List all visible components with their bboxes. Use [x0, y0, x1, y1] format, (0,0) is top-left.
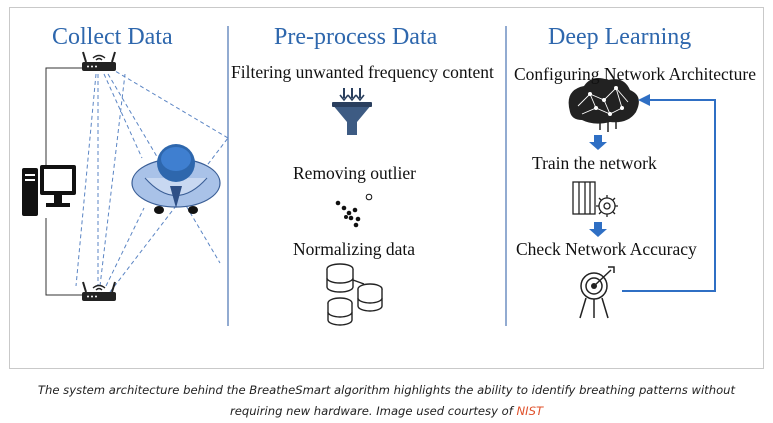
down-arrow-icon [589, 135, 607, 150]
section-title-collect: Collect Data [52, 24, 173, 50]
section-title-preprocess: Pre-process Data [274, 24, 438, 50]
arrowhead-icon [638, 94, 650, 106]
dl-step-train: Train the network [532, 153, 657, 173]
dl-step-configure: Configuring Network Architecture [514, 64, 757, 84]
caption-line-2-text: requiring new hardware. Image used court… [229, 404, 517, 418]
preprocess-step-filtering: Filtering unwanted frequency content [231, 62, 494, 82]
architecture-diagram [22, 26, 716, 326]
down-arrow-icon [589, 222, 607, 237]
section-title-deep-learning: Deep Learning [548, 24, 692, 50]
brain-network-icon [568, 78, 639, 132]
figure-caption: The system architecture behind the Breat… [0, 380, 773, 422]
preprocess-step-normalizing: Normalizing data [293, 239, 415, 259]
database-icon [326, 263, 383, 326]
router-icon [82, 281, 116, 301]
router-icon [82, 51, 116, 71]
feedback-loop-arrow [622, 99, 716, 292]
caption-line-1: The system architecture behind the Breat… [37, 383, 736, 397]
signal-paths [75, 67, 229, 293]
target-icon [579, 266, 615, 319]
caption-line-2: requiring new hardware. Image used court… [0, 401, 773, 422]
preprocess-step-outlier: Removing outlier [293, 163, 416, 183]
scatter-dots-icon [335, 193, 373, 228]
nist-link[interactable]: NIST [516, 404, 544, 418]
dl-step-accuracy: Check Network Accuracy [516, 239, 697, 259]
computer-connections [45, 67, 82, 296]
person-top-view-icon [131, 144, 221, 214]
desktop-computer-icon [22, 165, 76, 216]
figure-panel: Collect Data Pre-process Data Deep Learn… [9, 7, 764, 369]
server-gear-icon [572, 181, 618, 217]
funnel-icon [332, 88, 372, 135]
